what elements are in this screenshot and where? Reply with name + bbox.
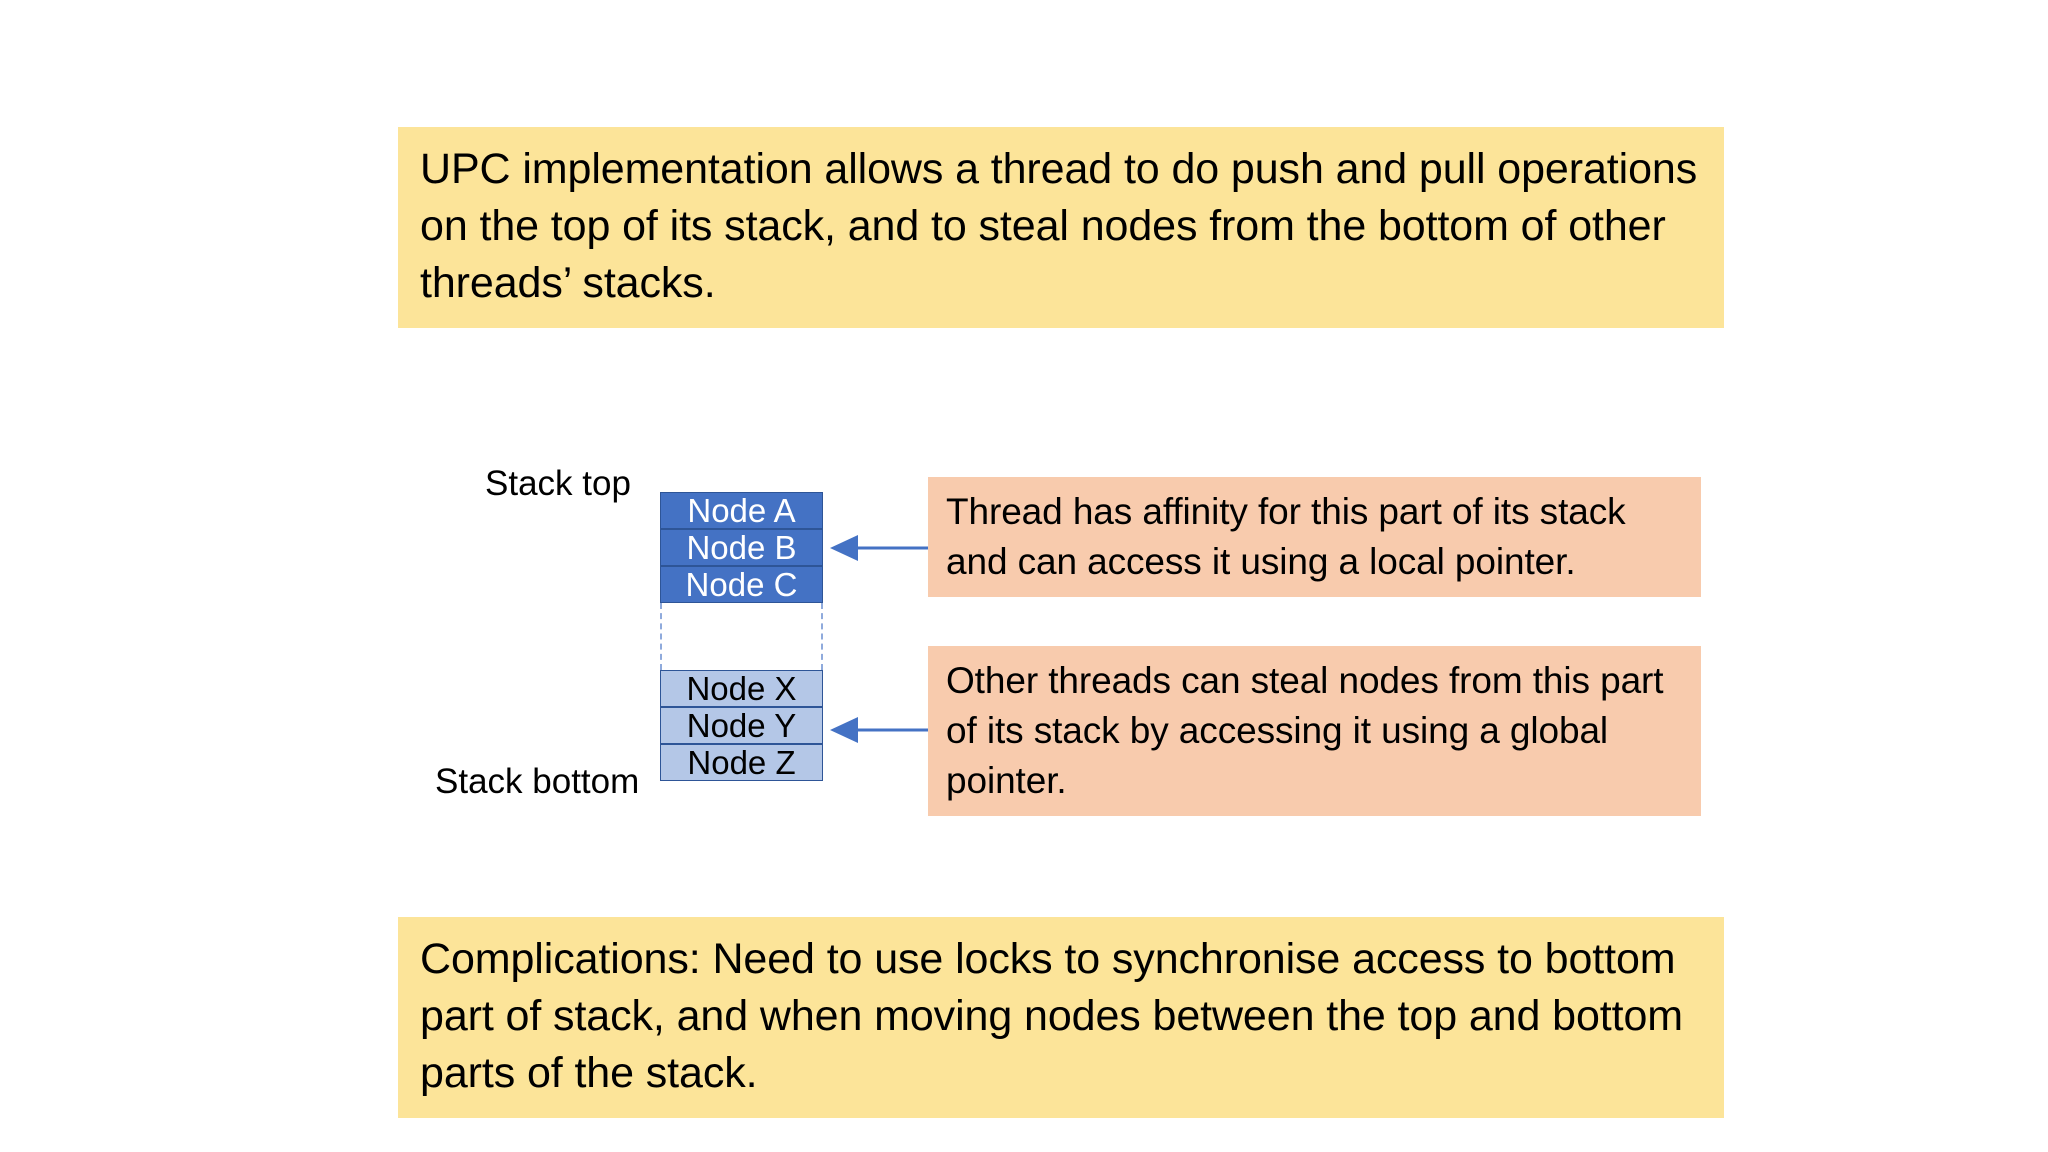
stack-node-b: Node B [660, 529, 823, 566]
stack-node-c: Node C [660, 566, 823, 603]
statement-banner-bottom: Complications: Need to use locks to sync… [398, 917, 1724, 1118]
stack-node-a: Node A [660, 492, 823, 529]
stack-gap-dashed [660, 603, 823, 670]
stack-node-x: Node X [660, 670, 823, 707]
stack-diagram: Node A Node B Node C Node X Node Y Node … [660, 492, 823, 785]
stack-top-label: Stack top [485, 464, 631, 503]
stack-node-z: Node Z [660, 744, 823, 781]
stack-bottom-label: Stack bottom [435, 762, 640, 801]
arrow-left-icon-bottom [828, 712, 932, 748]
arrow-left-icon-top [828, 530, 932, 566]
callout-global-pointer: Other threads can steal nodes from this … [928, 646, 1701, 816]
callout-local-pointer: Thread has affinity for this part of its… [928, 477, 1701, 597]
stack-node-y: Node Y [660, 707, 823, 744]
statement-banner-top: UPC implementation allows a thread to do… [398, 127, 1724, 328]
